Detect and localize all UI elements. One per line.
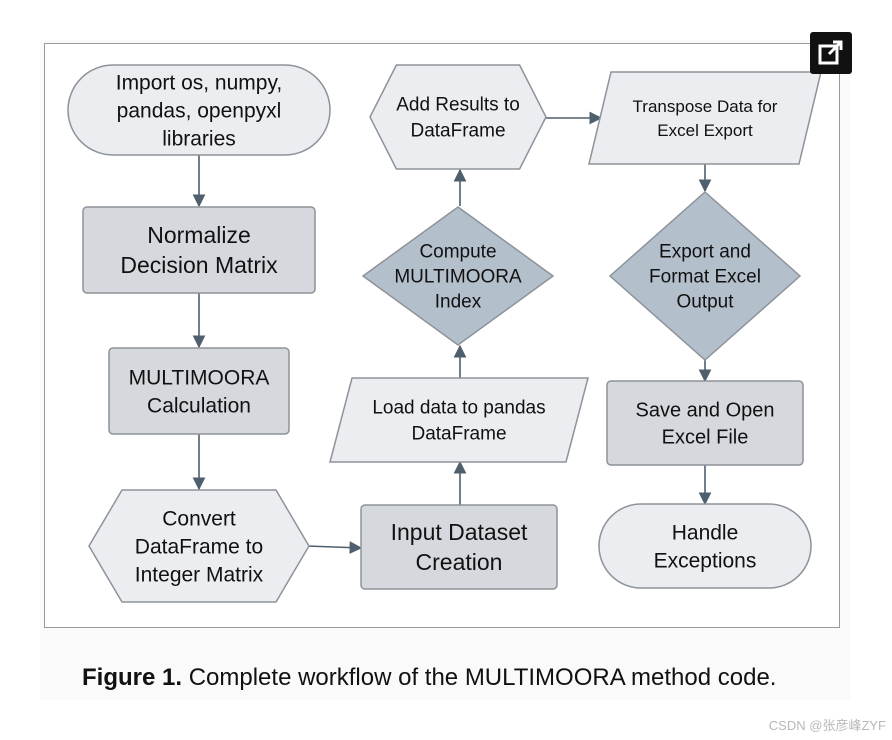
node-shape-process — [606, 380, 804, 466]
node-shape-parallelogram — [329, 377, 589, 463]
node-label-line: Excel File — [662, 427, 749, 449]
open-in-new-icon — [818, 40, 843, 65]
node-label-line: Input Dataset — [391, 519, 528, 545]
node-shape-hexagon — [88, 489, 310, 603]
node-label-line: Add Results to — [396, 95, 520, 116]
node-label-line: Integer Matrix — [135, 563, 264, 586]
node-label-line: Excel Export — [657, 121, 753, 140]
figure-caption: Figure 1. Complete workflow of the MULTI… — [82, 664, 776, 692]
node-label-line: pandas, openpyxl — [117, 99, 282, 122]
node-label-line: Exceptions — [654, 549, 757, 572]
edge-convert-to-input-dataset — [306, 541, 363, 554]
node-label-line: MULTIMOORA — [129, 366, 270, 389]
node-label-line: Calculation — [147, 394, 251, 417]
expand-button[interactable] — [810, 32, 852, 74]
node-label-line: DataFrame — [411, 424, 506, 445]
node-label-line: Save and Open — [636, 400, 775, 422]
watermark: CSDN @张彦峰ZYF — [768, 718, 886, 733]
node-import: Import os, numpy, pandas, openpyxl librari… — [67, 64, 331, 156]
node-add-results: Add Results to DataFrame — [369, 64, 547, 170]
node-shape-diamond — [608, 190, 802, 362]
node-label-line: Convert — [162, 507, 236, 530]
node-shape-terminal — [598, 503, 812, 589]
caption-text: Complete workflow of the MULTIMOORA meth… — [182, 664, 777, 691]
node-shape-terminal — [67, 64, 331, 156]
node-label-line: DataFrame to — [135, 535, 263, 558]
node-label-line: Creation — [416, 549, 503, 575]
node-label-line: Format Excel — [649, 267, 761, 288]
caption-label: Figure 1. — [82, 664, 183, 691]
node-label-line: Handle — [672, 521, 739, 544]
node-label-line: Export and — [659, 242, 751, 263]
node-label-line: DataFrame — [410, 121, 505, 142]
node-label-line: Compute — [419, 242, 496, 263]
node-label-line: Output — [676, 292, 734, 313]
node-label-line: MULTIMOORA — [394, 267, 522, 288]
node-label-line: Load data to pandas — [372, 398, 545, 419]
node-label-line: Import os, numpy, — [116, 71, 283, 94]
node-label-line: Normalize — [147, 222, 251, 248]
node-label-line: Decision Matrix — [120, 252, 278, 278]
node-shape-process — [360, 504, 558, 590]
node-shape-diamond — [361, 206, 555, 346]
node-label-line: Transpose Data for — [633, 97, 778, 116]
node-shape-process — [108, 347, 290, 435]
node-label-line: Index — [435, 292, 482, 313]
node-multimoora-calc: MULTIMOORA Calculation — [108, 347, 290, 435]
node-shape-hexagon — [369, 64, 547, 170]
node-shape-parallelogram — [588, 71, 822, 165]
node-label-line: libraries — [162, 127, 236, 150]
node-shape-process — [82, 206, 316, 294]
